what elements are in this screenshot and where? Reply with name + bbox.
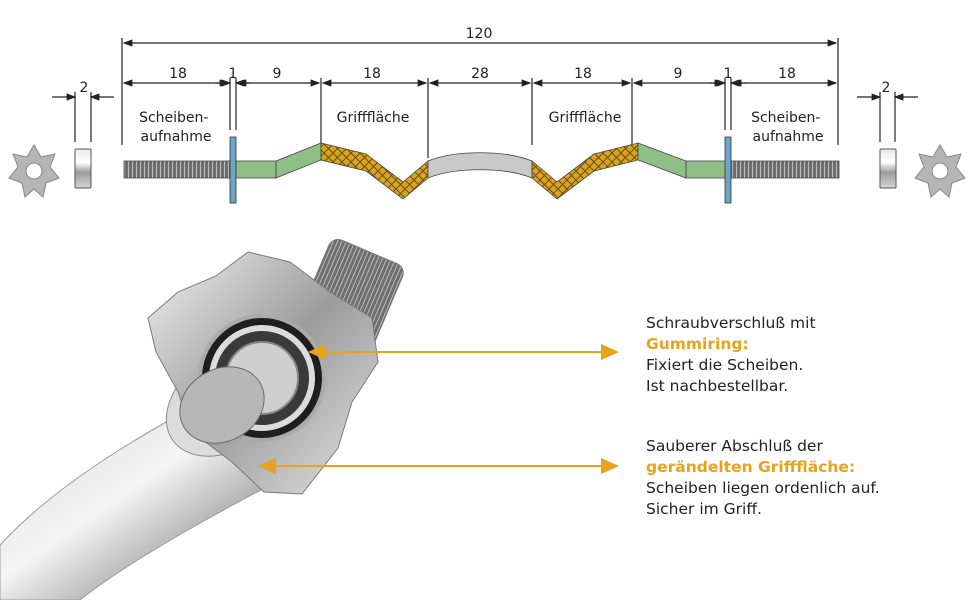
callout-2-line-3: Scheiben liegen ordenlich auf. [646, 479, 880, 497]
callout-screw-lock: Schraubverschluß mit Gummiring: Fixiert … [646, 313, 816, 397]
sleeve-right [730, 160, 840, 179]
zone-label-grip-left: Grifffläche [337, 110, 410, 126]
transition-right [685, 160, 727, 179]
segment-label-7: 9 [674, 66, 683, 82]
zone-label-sleeve-left: Scheiben- aufnahme [139, 110, 213, 145]
segment-label-5: 28 [471, 66, 489, 82]
sleeve-left [123, 160, 231, 179]
segment-dimensions [122, 78, 838, 145]
star-nut-right-icon [914, 144, 966, 198]
callout-1-line-1: Schraubverschluß mit [646, 314, 816, 332]
callout-2-line-4: Sicher im Griff. [646, 500, 762, 518]
segment-label-1: 18 [169, 66, 187, 82]
knurled-end [179, 366, 265, 444]
transition-left [235, 160, 277, 179]
washer-left [74, 148, 92, 189]
segment-label-2: 1 [229, 66, 238, 82]
callout-2-line-1: Sauberer Abschluß der [646, 437, 823, 455]
callout-1-line-3: Fixiert die Scheiben. [646, 356, 804, 374]
bar-closeup-photo [0, 238, 404, 600]
segment-label-9: 18 [778, 66, 796, 82]
bend-right [637, 142, 687, 179]
collar-left-label: 2 [80, 80, 89, 96]
callout-knurled-grip: Sauberer Abschluß der gerändelten Grifff… [646, 436, 880, 520]
bend-left [275, 142, 322, 179]
callout-1-line-4: Ist nachbestellbar. [646, 377, 789, 395]
grip-right [531, 142, 639, 200]
segment-label-6: 18 [574, 66, 592, 82]
zone-label-grip-right: Grifffläche [549, 110, 622, 126]
collar-right-label: 2 [882, 80, 891, 96]
collar-stop-left [229, 136, 237, 204]
washer-right [879, 148, 897, 189]
middle-section [427, 152, 533, 179]
ez-curl-bar [123, 136, 840, 204]
grip-left [320, 142, 429, 200]
zone-label-sleeve-right: Scheiben- aufnahme [751, 110, 825, 145]
total-dimension: 120 [122, 26, 838, 47]
callout-2-highlight: gerändelten Grifffläche: [646, 458, 856, 476]
total-dimension-label: 120 [466, 26, 493, 42]
segment-label-4: 18 [363, 66, 381, 82]
segment-label-3: 9 [273, 66, 282, 82]
callout-1-highlight: Gummiring: [646, 335, 749, 353]
collar-stop-right [724, 136, 732, 204]
segment-labels: 18 1 9 18 28 18 9 1 18 [169, 66, 796, 82]
segment-label-8: 1 [724, 66, 733, 82]
star-nut-left-icon [8, 144, 60, 198]
